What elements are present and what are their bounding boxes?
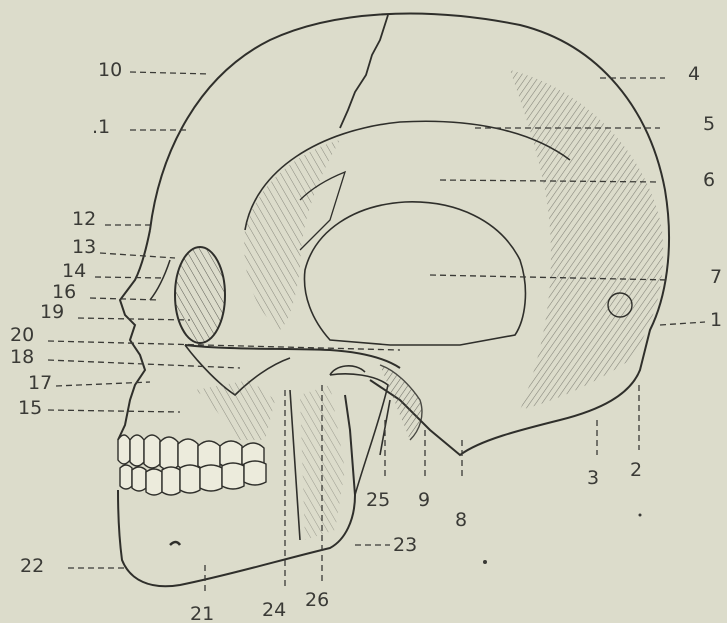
label-6: 6 — [703, 169, 715, 191]
speck — [639, 514, 642, 517]
label-15: 15 — [18, 397, 42, 419]
orbit — [175, 247, 225, 343]
zygomatic-arch — [185, 345, 400, 368]
coronal-suture — [340, 15, 388, 128]
squamous-suture — [304, 202, 525, 345]
label-25: 25 — [366, 489, 390, 511]
mental-foramen — [170, 542, 180, 545]
label-3: 3 — [587, 467, 599, 489]
label-20: 20 — [10, 324, 34, 346]
label-13: 13 — [72, 236, 96, 258]
label-9: 9 — [418, 489, 430, 511]
label-2: 2 — [630, 459, 642, 481]
mastoid-area — [380, 365, 422, 440]
label-10: 10 — [98, 59, 122, 81]
label-14: 14 — [62, 260, 86, 282]
lower-teeth — [120, 461, 266, 495]
label-19: 19 — [40, 301, 64, 323]
label-7: 7 — [710, 266, 722, 288]
face-profile — [118, 230, 150, 440]
label-5: 5 — [703, 113, 715, 135]
label-24: 24 — [262, 599, 286, 621]
label-22: 22 — [20, 555, 44, 577]
label-8: 8 — [455, 509, 467, 531]
label-18: 18 — [10, 346, 34, 368]
label-26: 26 — [305, 589, 329, 611]
label-1-upper: .1 — [92, 116, 110, 138]
label-23: 23 — [393, 534, 417, 556]
temporal-fossa-shading — [244, 140, 340, 330]
speck — [483, 560, 487, 564]
nasal-bone — [150, 260, 170, 300]
label-17: 17 — [28, 372, 52, 394]
label-1-right: 1 — [710, 309, 722, 331]
label-21: 21 — [190, 603, 214, 623]
label-12: 12 — [72, 208, 96, 230]
label-16: 16 — [52, 281, 76, 303]
label-4: 4 — [688, 63, 700, 85]
maxilla-shading — [195, 380, 275, 440]
